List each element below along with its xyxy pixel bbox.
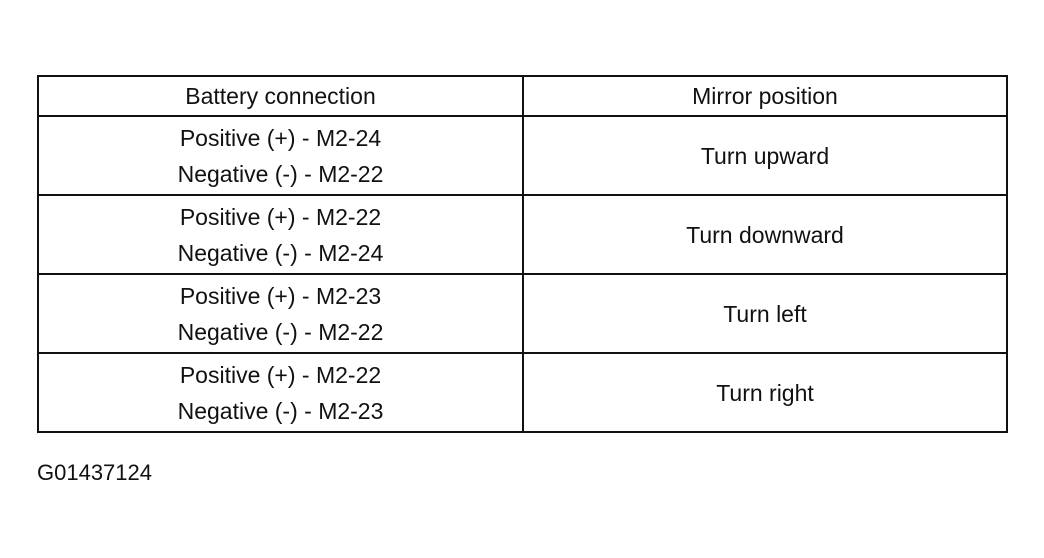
- table-row: Positive (+) - M2-23 Negative (-) - M2-2…: [37, 273, 1008, 354]
- figure-id: G01437124: [37, 460, 152, 485]
- mirror-test-table-container: Battery connection Mirror position Posit…: [37, 75, 1008, 433]
- negative-connection-text: Negative (-) - M2-22: [177, 318, 384, 345]
- header-mirror-position: Mirror position: [522, 75, 1008, 117]
- table-row: Positive (+) - M2-22 Negative (-) - M2-2…: [37, 194, 1008, 275]
- negative-connection-text: Negative (-) - M2-24: [177, 239, 384, 266]
- mirror-position-cell: Turn right: [522, 352, 1008, 433]
- mirror-position-cell: Turn left: [522, 273, 1008, 354]
- table-header-row: Battery connection Mirror position: [37, 75, 1008, 117]
- mirror-test-table: Battery connection Mirror position Posit…: [37, 75, 1008, 433]
- table-row: Positive (+) - M2-22 Negative (-) - M2-2…: [37, 352, 1008, 433]
- battery-connection-cell: Positive (+) - M2-22 Negative (-) - M2-2…: [37, 194, 524, 275]
- positive-connection-text: Positive (+) - M2-23: [179, 282, 382, 309]
- positive-connection-text: Positive (+) - M2-24: [179, 124, 382, 151]
- header-battery-connection: Battery connection: [37, 75, 524, 117]
- battery-connection-cell: Positive (+) - M2-23 Negative (-) - M2-2…: [37, 273, 524, 354]
- table-row: Positive (+) - M2-24 Negative (-) - M2-2…: [37, 115, 1008, 196]
- negative-connection-text: Negative (-) - M2-22: [177, 160, 384, 187]
- mirror-position-cell: Turn downward: [522, 194, 1008, 275]
- positive-connection-text: Positive (+) - M2-22: [179, 203, 382, 230]
- battery-connection-cell: Positive (+) - M2-24 Negative (-) - M2-2…: [37, 115, 524, 196]
- battery-connection-cell: Positive (+) - M2-22 Negative (-) - M2-2…: [37, 352, 524, 433]
- positive-connection-text: Positive (+) - M2-22: [179, 361, 382, 388]
- negative-connection-text: Negative (-) - M2-23: [177, 397, 384, 424]
- mirror-position-cell: Turn upward: [522, 115, 1008, 196]
